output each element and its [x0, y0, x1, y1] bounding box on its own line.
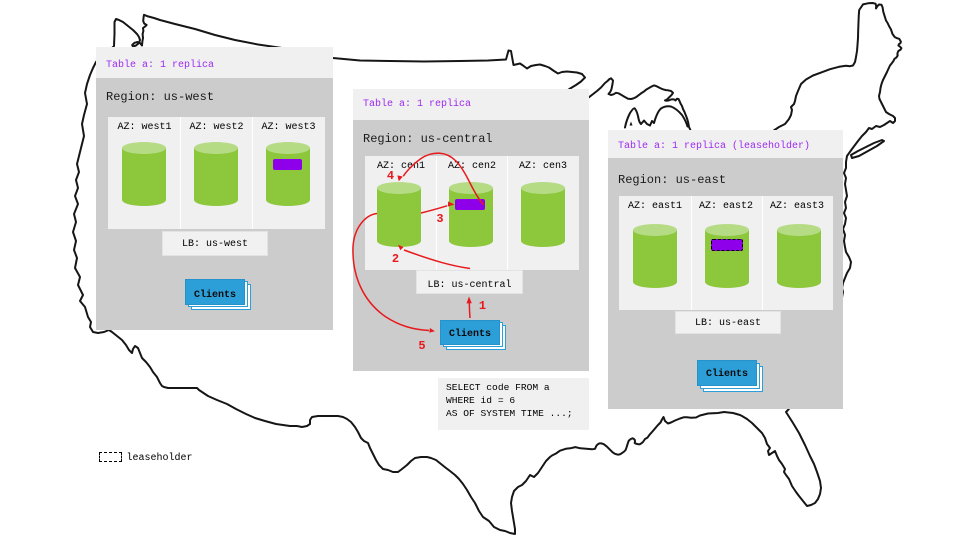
- svg-text:5: 5: [418, 339, 425, 353]
- svg-text:2: 2: [392, 252, 399, 266]
- svg-text:1: 1: [479, 299, 486, 313]
- svg-text:3: 3: [436, 212, 443, 226]
- svg-text:4: 4: [387, 169, 394, 183]
